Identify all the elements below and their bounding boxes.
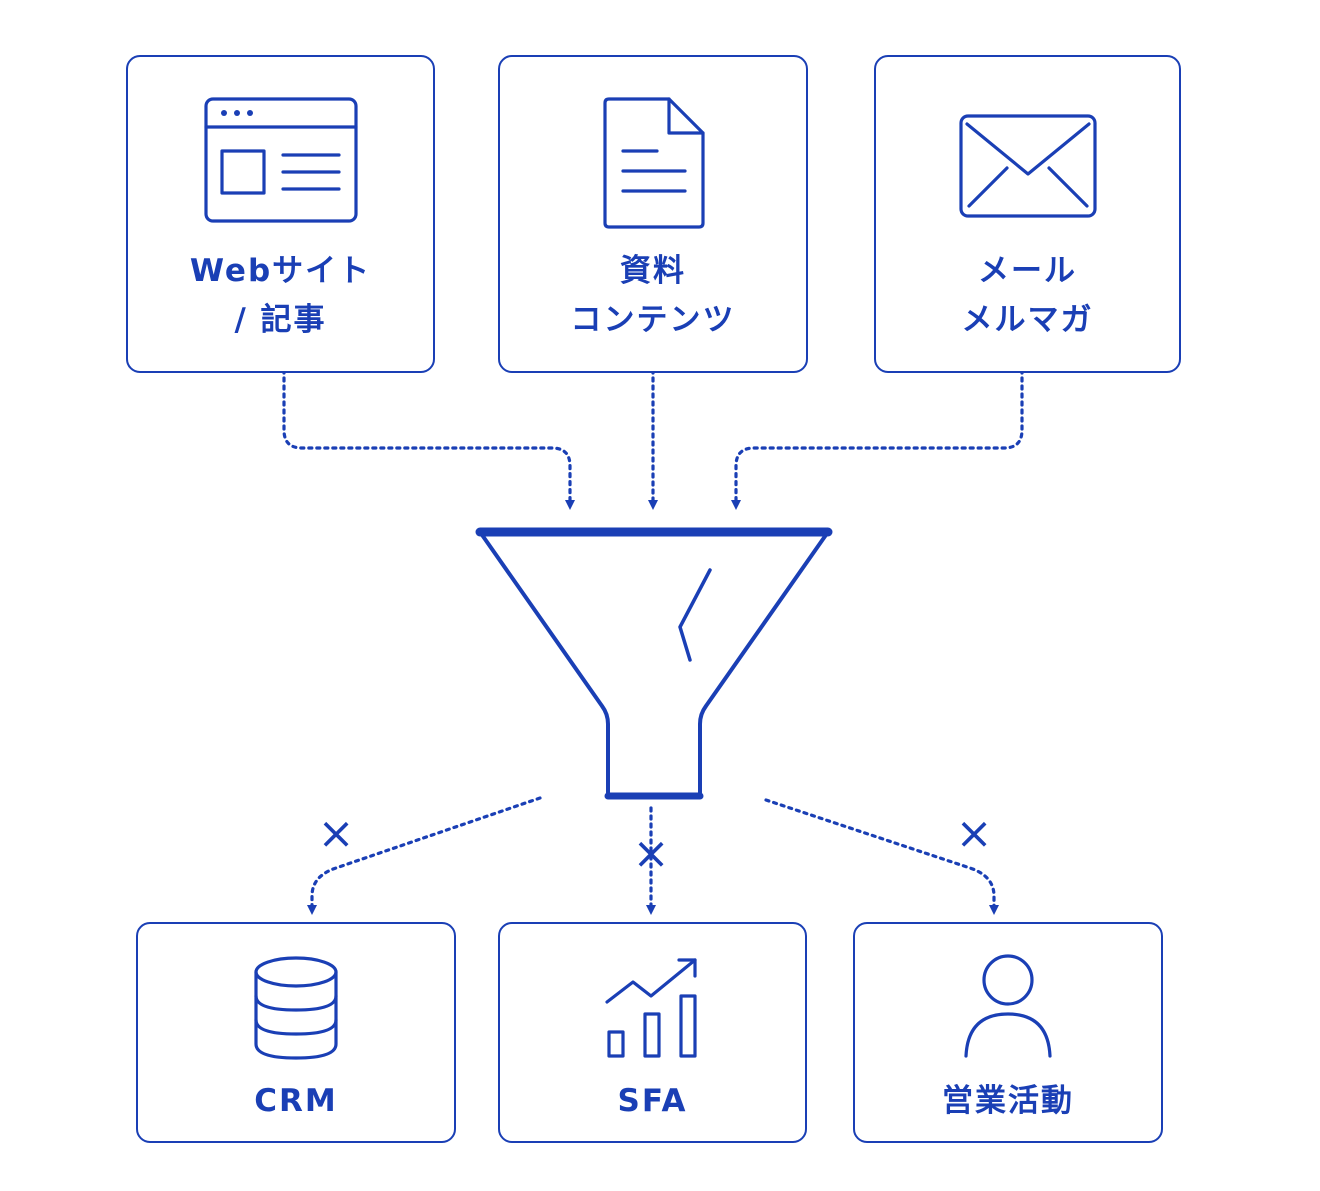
output-card-sales: 営業活動 [853, 922, 1163, 1143]
connector-web-to-funnel [282, 360, 575, 510]
connector-funnel-to-crm [307, 796, 542, 915]
output-label-crm: CRM [254, 1083, 338, 1119]
output-label-sales: 営業活動 [942, 1083, 1074, 1119]
connector-mail-to-funnel [731, 360, 1024, 510]
source-card-mail: メール メルマガ [874, 55, 1181, 373]
output-card-crm: CRM [136, 922, 456, 1143]
source-label-documents: 資料 コンテンツ [500, 247, 806, 345]
document-icon [500, 95, 806, 231]
cross-mark-sales: × [956, 808, 993, 859]
source-label-web: Webサイト / 記事 [128, 247, 433, 345]
cross-mark-sfa: × [633, 828, 670, 879]
envelope-icon [876, 112, 1179, 222]
source-card-documents: 資料 コンテンツ [498, 55, 808, 373]
source-card-web: Webサイト / 記事 [126, 55, 435, 373]
bar-chart-rising-icon [500, 954, 805, 1062]
source-label-web-line1: Webサイト [189, 253, 372, 289]
output-label-sfa: SFA [617, 1083, 688, 1119]
source-label-documents-line2: コンテンツ [570, 302, 736, 338]
source-label-web-line2: / 記事 [234, 302, 327, 338]
browser-window-icon [128, 95, 433, 225]
source-label-mail-line1: メール [978, 253, 1077, 289]
database-icon [138, 954, 454, 1064]
source-label-mail-line2: メルマガ [961, 302, 1094, 338]
person-icon [855, 952, 1161, 1060]
output-card-sfa: SFA [498, 922, 807, 1143]
source-label-mail: メール メルマガ [876, 247, 1179, 345]
cross-mark-crm: × [318, 808, 355, 859]
funnel-icon [475, 527, 833, 800]
source-label-documents-line1: 資料 [620, 253, 686, 289]
connector-funnel-to-sales [764, 798, 999, 915]
